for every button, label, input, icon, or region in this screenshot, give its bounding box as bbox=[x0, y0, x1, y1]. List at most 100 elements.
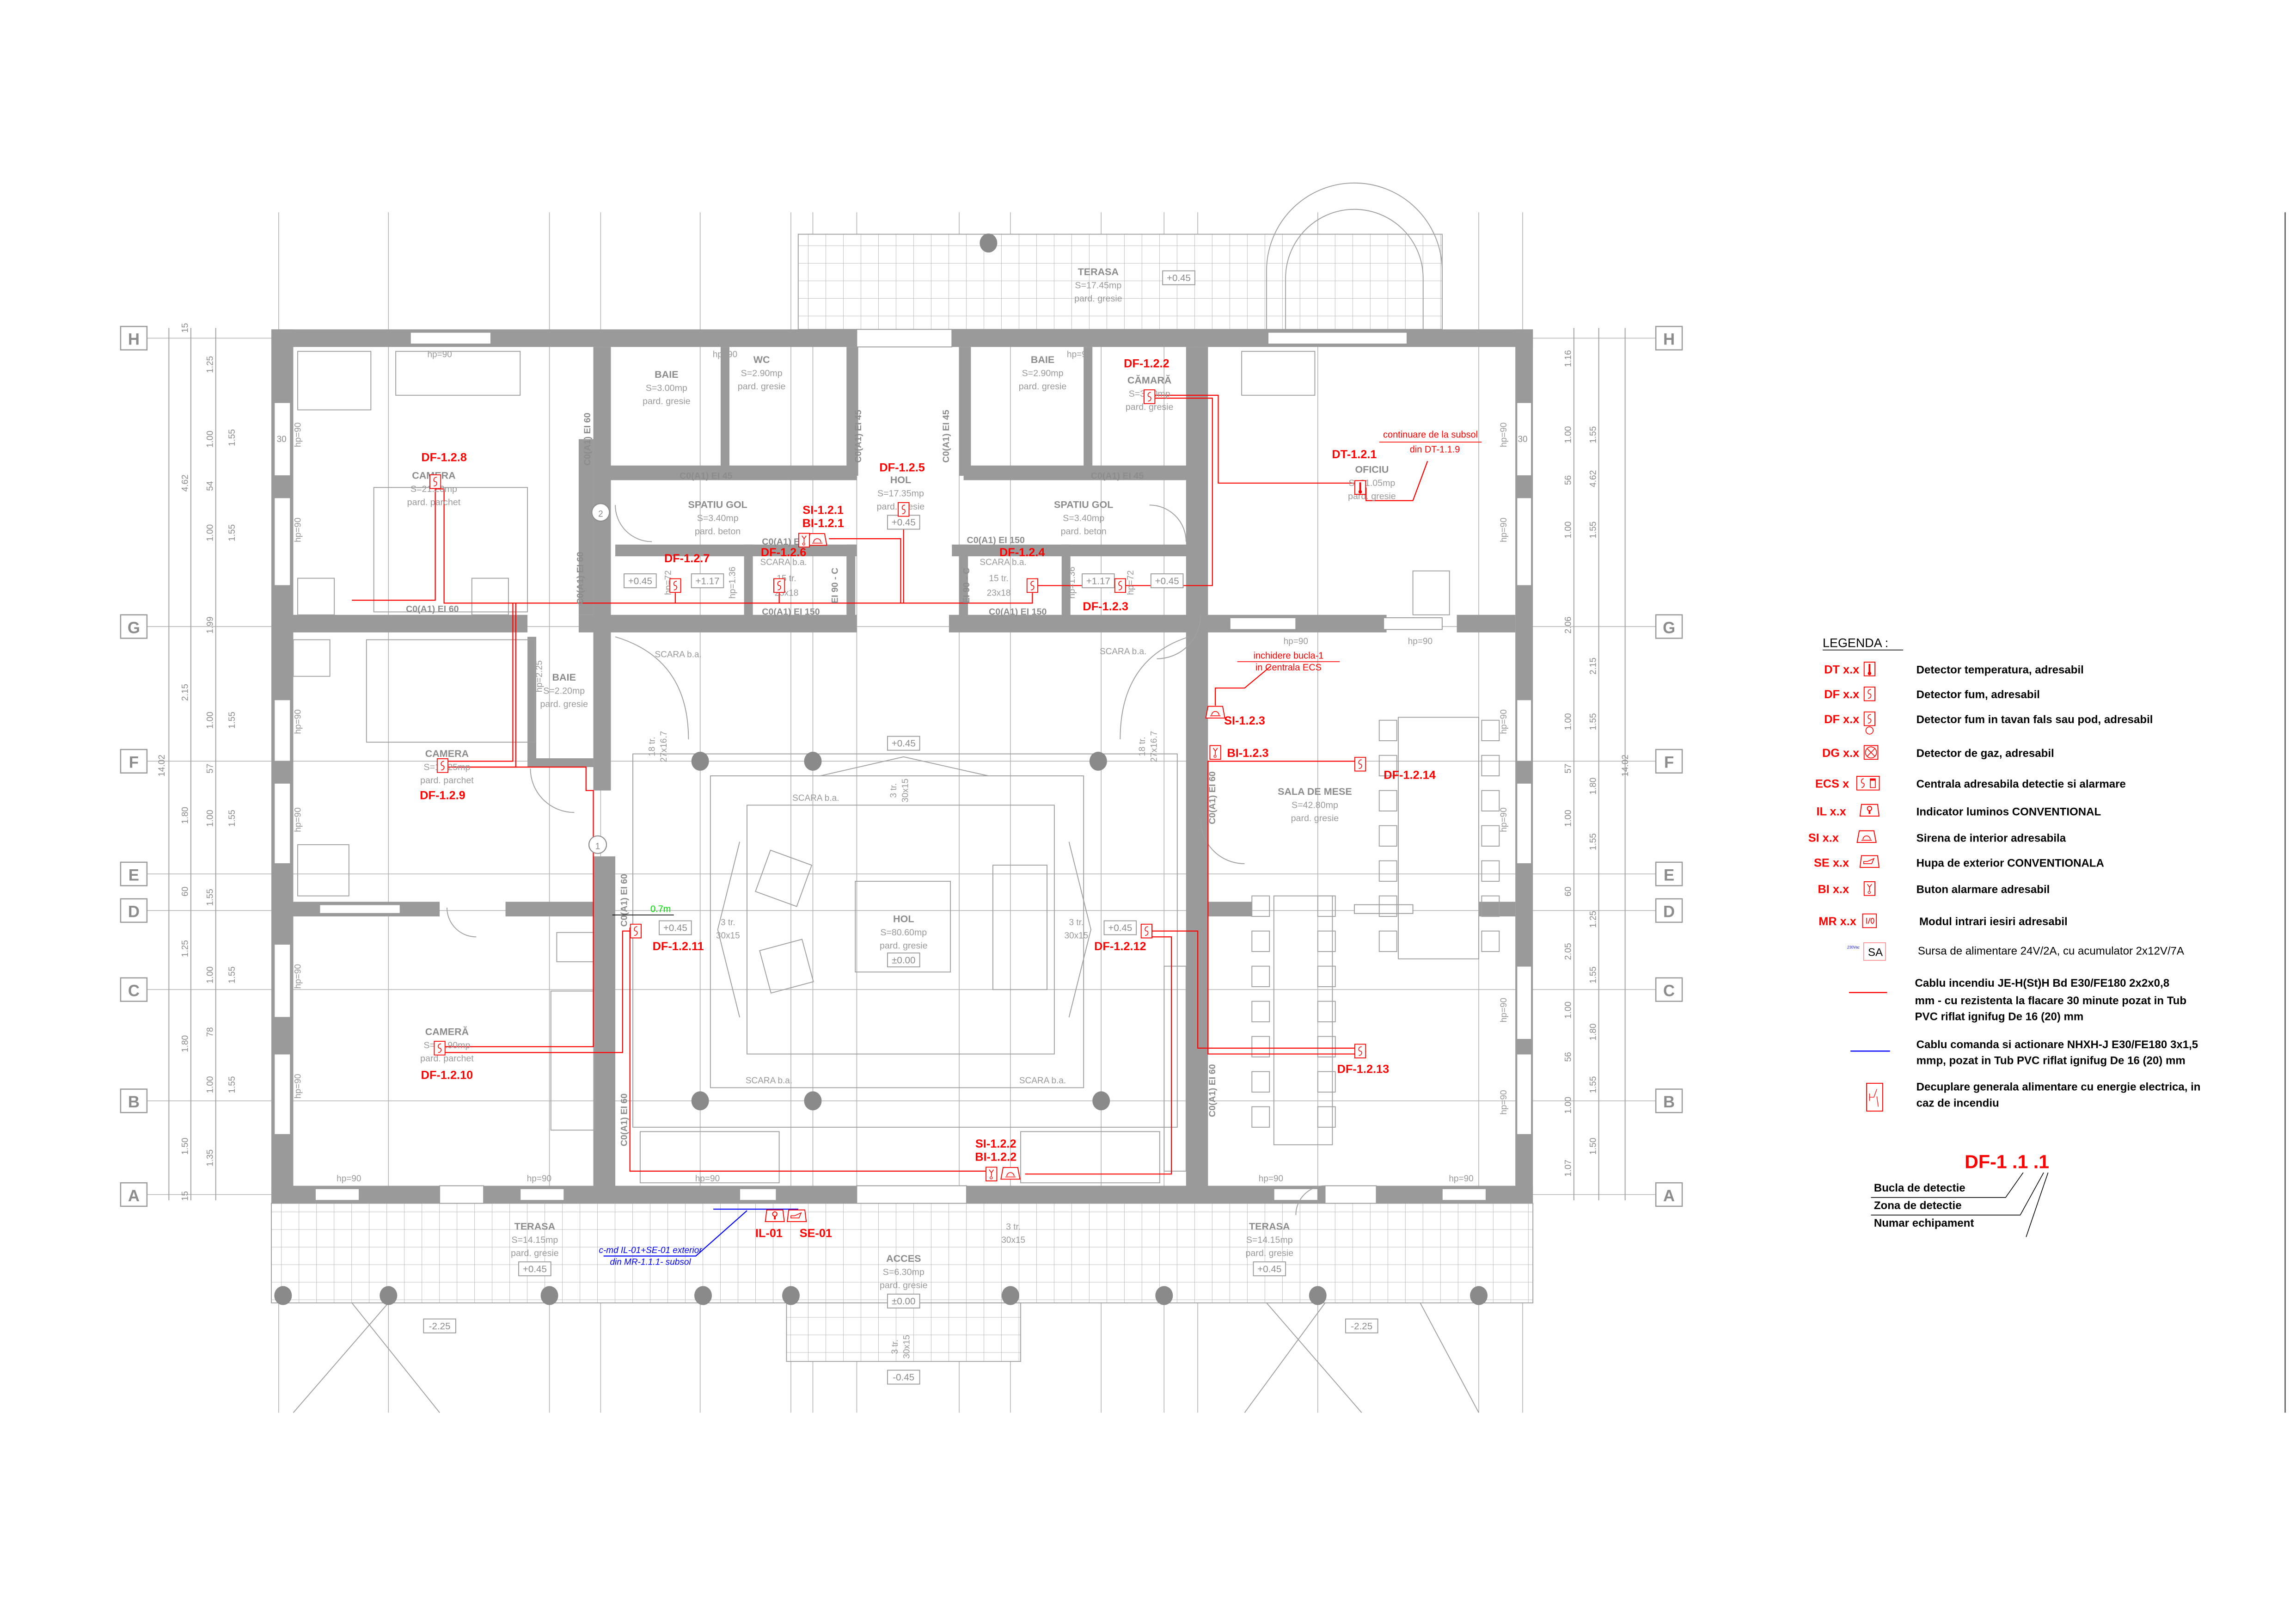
dimension-value: 30 bbox=[277, 435, 287, 444]
grid-axis-b-left: B bbox=[120, 1088, 148, 1113]
dimension-value: 1.55 bbox=[1588, 966, 1598, 983]
window-height-label: hp=90 bbox=[293, 517, 303, 542]
room-floor-finish: pard. gresie bbox=[880, 941, 928, 951]
fire-device[interactable]: DF-1.2.4 bbox=[999, 546, 1045, 593]
wall-fire-rating: C0(A1) EI 150 bbox=[989, 607, 1047, 617]
fire-device[interactable]: SI-1.2.1 bbox=[802, 504, 844, 546]
stair-label: SCARA b.a. bbox=[655, 650, 702, 660]
fire-device[interactable]: DF-1.2.2 bbox=[1124, 357, 1169, 404]
grid-axis-label: E bbox=[129, 866, 139, 884]
stair-label: 15 tr. bbox=[989, 574, 1008, 584]
fire-device[interactable]: SI-1.2.3 bbox=[1205, 706, 1265, 728]
grid-axis-label: A bbox=[1663, 1187, 1675, 1205]
room-area: S=2.20mp bbox=[543, 686, 585, 696]
dimension-value: 1.55 bbox=[227, 810, 237, 827]
level-tag: +0.45 bbox=[1103, 920, 1137, 935]
grid-axis-label: D bbox=[128, 903, 140, 921]
legend-dt-icon bbox=[1863, 662, 1876, 676]
window-height-label: hp=90 bbox=[293, 807, 303, 832]
fire-device[interactable]: DF-1.2.12 bbox=[1094, 923, 1152, 953]
device-tag: DF-1.2.12 bbox=[1094, 940, 1146, 953]
fire-device[interactable]: BI-1.2.1 bbox=[798, 517, 844, 548]
grid-axis-g-left: G bbox=[120, 614, 148, 639]
fire-device[interactable]: DF-1.2.3 bbox=[1083, 578, 1128, 614]
fire-device[interactable]: DF-1.2.7 bbox=[664, 552, 710, 593]
smoke-detector-icon bbox=[773, 578, 785, 593]
fire-device[interactable]: DT-1.2.1 bbox=[1332, 448, 1377, 495]
legend-command-cable: Cablu comanda si actionare NHXH-J E30/FE… bbox=[1850, 1038, 2198, 1067]
grid-axis-label: H bbox=[128, 331, 140, 349]
window-height-label: hp=2.25 bbox=[535, 660, 545, 692]
level-tag: +0.45 bbox=[887, 736, 920, 751]
alarm-button-icon bbox=[798, 533, 810, 548]
fire-device[interactable]: DF-1.2.11 bbox=[630, 923, 704, 953]
wall-fire-rating: C0(A1) EI 45 bbox=[1091, 471, 1144, 481]
smoke-detector-icon bbox=[1144, 389, 1156, 404]
fire-device[interactable]: DF-1.2.9 bbox=[420, 758, 465, 802]
dimension-value: 4.62 bbox=[1588, 470, 1598, 487]
fire-device[interactable]: DF-1.2.6 bbox=[761, 546, 806, 593]
room-area: S=80.60mp bbox=[880, 928, 927, 938]
dimension-value: 4.62 bbox=[181, 474, 190, 492]
note-continuation-source: din DT-1.1.9 bbox=[1410, 444, 1460, 455]
legend-il-icon bbox=[1859, 804, 1880, 817]
window-height-label: hp=1.36 bbox=[728, 567, 738, 599]
dimension-value: 56 bbox=[1563, 1052, 1573, 1062]
grid-axis-label: B bbox=[128, 1093, 140, 1111]
room-name: HOL bbox=[890, 474, 911, 485]
smoke-detector-icon bbox=[1114, 578, 1127, 593]
dimension-value: 1.80 bbox=[181, 807, 190, 824]
window-height-label: hp=90 bbox=[1284, 637, 1308, 646]
grid-axis-label: G bbox=[1663, 619, 1675, 637]
grid-axis-label: C bbox=[128, 982, 140, 1000]
level-tag: ±0.00 bbox=[887, 952, 920, 968]
dimension-value: 56 bbox=[1563, 475, 1573, 485]
alarm-button-icon bbox=[986, 1167, 998, 1182]
fire-device[interactable]: BI-1.2.2 bbox=[975, 1151, 1016, 1182]
dimension-value: 1.00 bbox=[205, 1076, 215, 1094]
legend-description: Detector fum, adresabil bbox=[1916, 688, 2040, 701]
fire-device[interactable]: IL-01 bbox=[755, 1209, 785, 1240]
alarm-button-icon bbox=[1209, 745, 1221, 760]
fire-device[interactable]: DF-1.2.5 bbox=[879, 461, 925, 517]
window-height-label: hp=90 bbox=[1499, 807, 1509, 832]
wall-fire-rating: C0(A1) EI 60 bbox=[582, 413, 593, 466]
room-name: CAMERA bbox=[425, 748, 469, 759]
room-name: CAMERĂ bbox=[425, 1026, 469, 1037]
tag-part-label: Zona de detectie bbox=[1874, 1199, 1962, 1212]
power-cutoff-description: caz de incendiu bbox=[1916, 1097, 1999, 1110]
level-value: -0.45 bbox=[893, 1372, 914, 1383]
dimension-value: 1.00 bbox=[1563, 426, 1573, 443]
room-floor-finish: pard. gresie bbox=[1074, 294, 1122, 304]
terrace-supports bbox=[293, 1303, 1479, 1413]
fire-device[interactable]: SI-1.2.2 bbox=[975, 1137, 1021, 1180]
grid-axis-f-left: F bbox=[120, 749, 148, 774]
dimension-value: 15 bbox=[181, 1191, 190, 1201]
fire-device[interactable]: DF-1.2.8 bbox=[421, 451, 467, 489]
room-name: HOL bbox=[893, 914, 914, 925]
fire-device[interactable]: DF-1.2.13 bbox=[1337, 1044, 1390, 1076]
level-value: +0.45 bbox=[523, 1264, 547, 1274]
room-name: ACCES bbox=[886, 1253, 921, 1264]
fire-device[interactable]: SE-01 bbox=[787, 1209, 832, 1240]
dimension-value: 2.06 bbox=[1563, 616, 1573, 633]
dimension-value: 1.80 bbox=[181, 1035, 190, 1052]
stair-label: SCARA b.a. bbox=[1100, 647, 1146, 657]
dimension-value: 1.00 bbox=[205, 712, 215, 729]
legend-code: DF x.x bbox=[1824, 688, 1859, 701]
fire-device[interactable]: DF-1.2.14 bbox=[1354, 756, 1436, 782]
legend-code: DF x.x bbox=[1824, 713, 1859, 726]
dimension-value: 1.55 bbox=[227, 712, 237, 729]
fire-device[interactable]: DF-1.2.10 bbox=[421, 1041, 473, 1081]
level-tag: +0.45 bbox=[1253, 1261, 1286, 1277]
fire-device[interactable]: BI-1.2.3 bbox=[1209, 745, 1269, 760]
dimension-value: 1.55 bbox=[227, 1076, 237, 1094]
window-height-label: hp=90 bbox=[527, 1174, 551, 1184]
level-tag: +0.45 bbox=[1150, 573, 1184, 589]
